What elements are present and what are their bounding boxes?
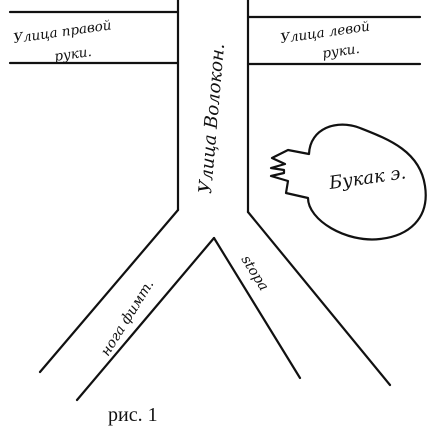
blob-label: Букак э. <box>327 162 408 194</box>
volokon-street-label: Улица Волокон. <box>195 43 229 195</box>
right-hand-street-label-line-2: руки. <box>53 44 92 65</box>
finger-leg-label: нога фимт. <box>98 277 158 359</box>
right-hand-street-label-line-1: Улица правой <box>12 17 112 47</box>
fork-inner-left <box>75 236 216 402</box>
figure-caption: рис. 1 <box>108 404 158 426</box>
left-hand-street-label-line-2: руки. <box>321 41 360 62</box>
fork-left-outer <box>38 208 180 374</box>
blob-outline <box>269 123 427 241</box>
fork-right-outer <box>246 210 392 387</box>
foot-label: stopa <box>238 253 272 294</box>
fork-inner-right <box>212 236 302 380</box>
